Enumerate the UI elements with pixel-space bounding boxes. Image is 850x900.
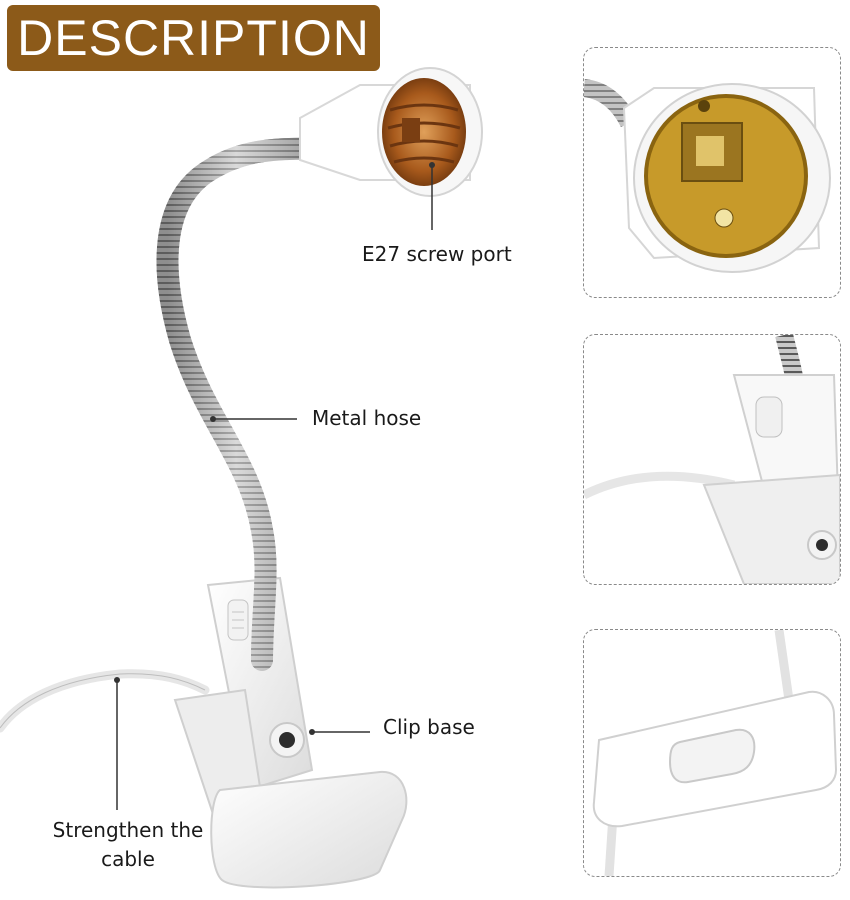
inset-socket-closeup [583, 47, 841, 298]
label-clip-base: Clip base [383, 715, 475, 739]
e27-socket [299, 67, 483, 197]
clip-base [173, 576, 408, 889]
banner-title: DESCRIPTION [17, 10, 370, 66]
description-banner: DESCRIPTION [7, 5, 380, 71]
inset-clip-closeup [583, 334, 841, 585]
label-metal-hose: Metal hose [312, 406, 422, 430]
label-e27-screw-port: E27 screw port [362, 242, 512, 266]
lamp-holder-illustration [0, 67, 483, 889]
label-cable-line-1: Strengthen the [52, 818, 204, 842]
label-strengthen-cable: Strengthen the cable [40, 816, 216, 874]
inset-inline-switch [583, 629, 841, 877]
label-cable-line-2: cable [101, 847, 155, 871]
